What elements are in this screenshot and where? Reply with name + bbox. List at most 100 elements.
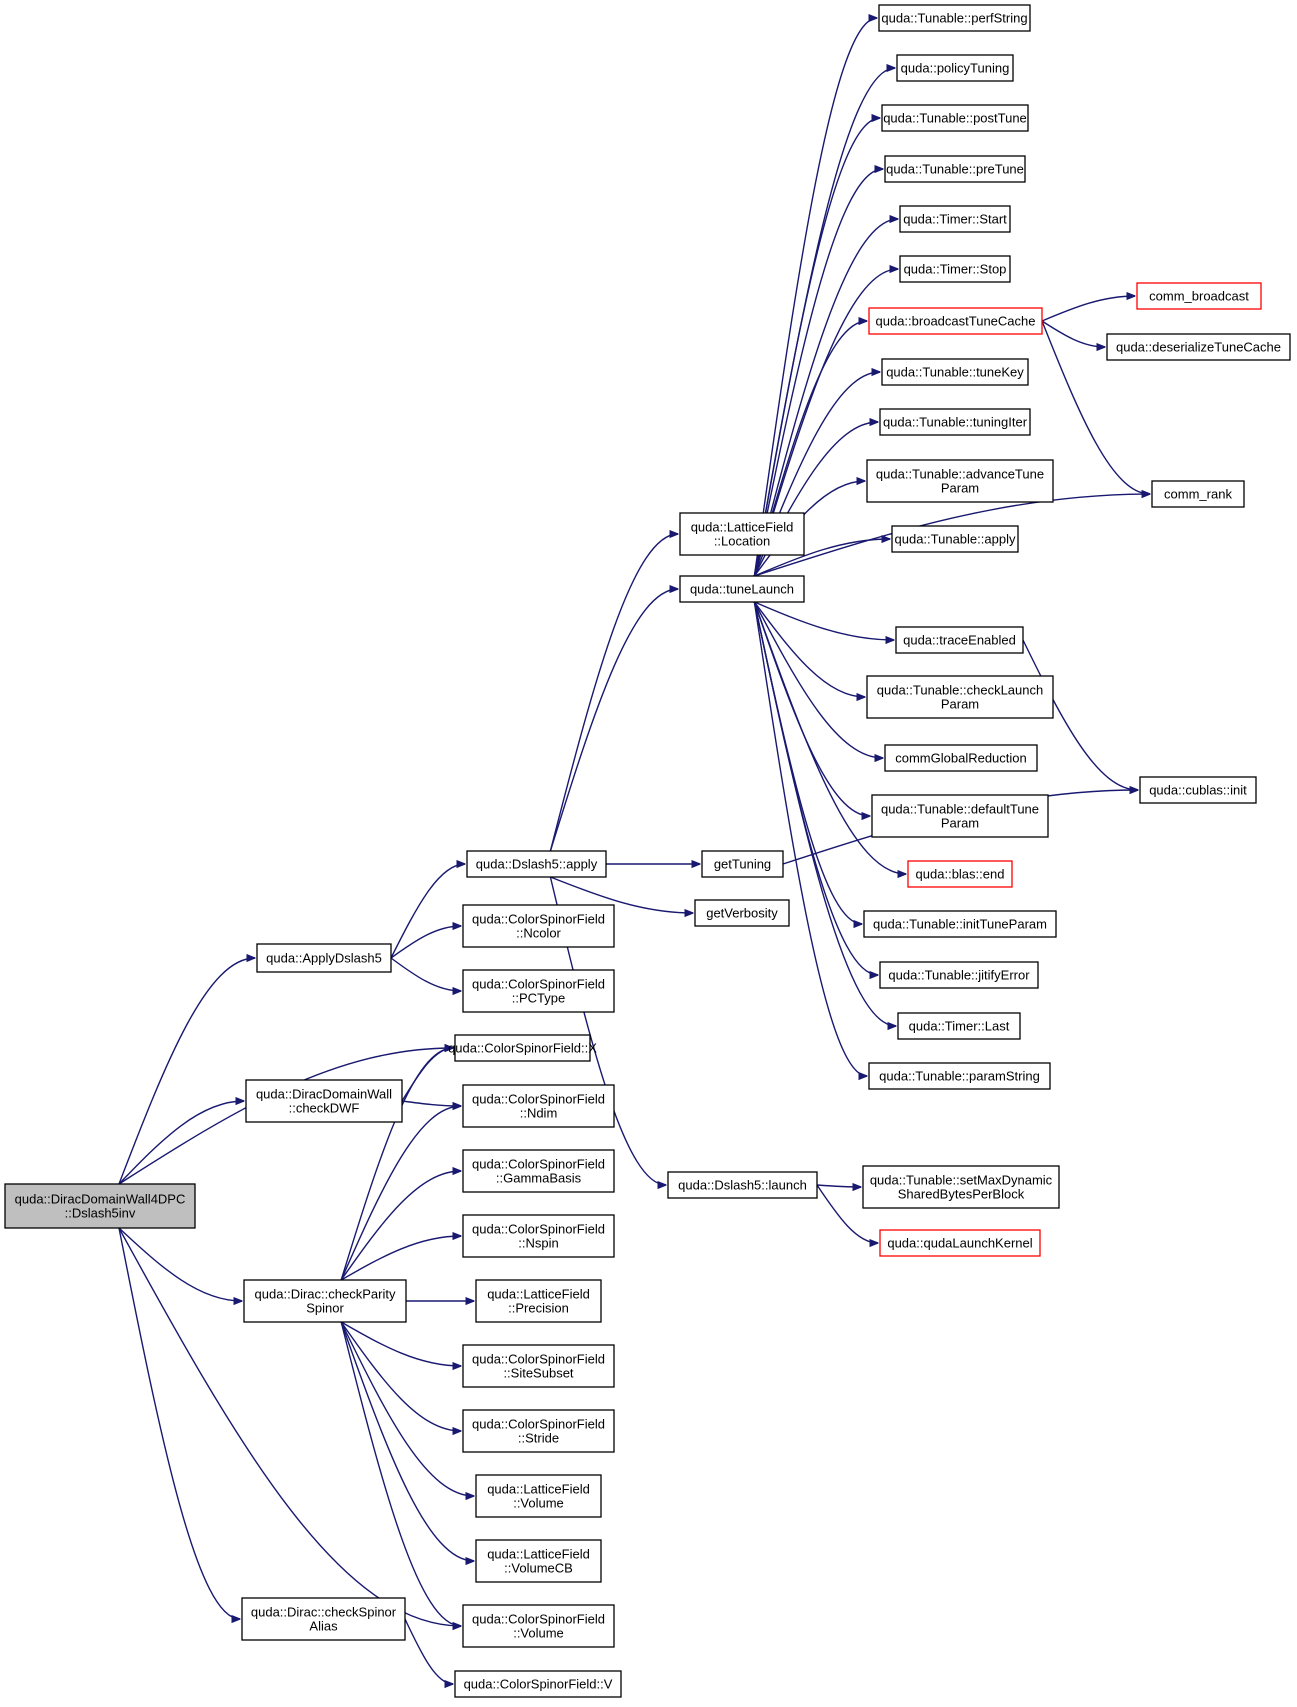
node-box[interactable]: [871, 794, 1049, 838]
node-timerStart[interactable]: quda::Timer::Start: [899, 205, 1011, 233]
node-sitesubset[interactable]: quda::ColorSpinorField::SiteSubset: [462, 1344, 615, 1388]
node-box[interactable]: [866, 459, 1054, 503]
node-box[interactable]: [462, 1214, 615, 1258]
node-tuneLaunch[interactable]: quda::tuneLaunch: [679, 575, 805, 603]
node-box[interactable]: [462, 1084, 615, 1128]
node-box[interactable]: [868, 307, 1043, 335]
node-pctype[interactable]: quda::ColorSpinorField::PCType: [462, 969, 615, 1013]
node-postTune[interactable]: quda::Tunable::postTune: [881, 104, 1029, 132]
node-box[interactable]: [462, 1344, 615, 1388]
node-nspin[interactable]: quda::ColorSpinorField::Nspin: [462, 1214, 615, 1258]
node-commRank[interactable]: comm_rank: [1151, 480, 1245, 508]
node-box[interactable]: [667, 1171, 818, 1199]
node-precision[interactable]: quda::LatticeField::Precision: [475, 1279, 602, 1323]
node-applyDslash5[interactable]: quda::ApplyDslash5: [256, 943, 392, 973]
node-box[interactable]: [475, 1539, 602, 1583]
node-box[interactable]: [895, 626, 1024, 654]
node-box[interactable]: [1151, 480, 1245, 508]
node-box[interactable]: [868, 1062, 1051, 1090]
node-box[interactable]: [862, 1165, 1060, 1209]
node-box[interactable]: [454, 1034, 591, 1062]
node-box[interactable]: [462, 969, 615, 1013]
node-broadcast[interactable]: quda::broadcastTuneCache: [868, 307, 1043, 335]
node-box[interactable]: [1136, 282, 1262, 310]
node-box[interactable]: [462, 1409, 615, 1453]
node-box[interactable]: [1106, 333, 1291, 361]
node-box[interactable]: [899, 205, 1011, 233]
node-box[interactable]: [879, 1229, 1041, 1257]
node-commBroadcast[interactable]: comm_broadcast: [1136, 282, 1262, 310]
node-volumecb[interactable]: quda::LatticeField::VolumeCB: [475, 1539, 602, 1583]
node-box[interactable]: [679, 575, 805, 603]
node-csfX[interactable]: quda::ColorSpinorField::X: [448, 1034, 597, 1062]
node-box[interactable]: [245, 1079, 403, 1123]
node-box[interactable]: [462, 1149, 615, 1193]
node-box[interactable]: [879, 961, 1039, 989]
node-jitify[interactable]: quda::Tunable::jitifyError: [879, 961, 1039, 989]
node-box[interactable]: [881, 358, 1029, 386]
node-box[interactable]: [679, 512, 805, 556]
node-box[interactable]: [907, 860, 1013, 888]
node-box[interactable]: [866, 675, 1054, 719]
node-dslashApply[interactable]: quda::Dslash5::apply: [466, 850, 607, 878]
node-box[interactable]: [475, 1474, 602, 1518]
node-box[interactable]: [241, 1597, 406, 1641]
node-timerStop[interactable]: quda::Timer::Stop: [899, 255, 1011, 283]
node-location[interactable]: quda::LatticeField::Location: [679, 512, 805, 556]
node-box[interactable]: [896, 54, 1014, 82]
node-cublasInit[interactable]: quda::cublas::init: [1139, 776, 1257, 804]
node-box[interactable]: [879, 408, 1031, 436]
node-traceEnabled[interactable]: quda::traceEnabled: [895, 626, 1024, 654]
node-box[interactable]: [701, 850, 784, 878]
node-box[interactable]: [891, 525, 1019, 553]
node-box[interactable]: [694, 899, 790, 927]
node-box[interactable]: [897, 1012, 1021, 1040]
node-tunableApply[interactable]: quda::Tunable::apply: [891, 525, 1019, 553]
node-setMaxDyn[interactable]: quda::Tunable::setMaxDynamicSharedBytesP…: [862, 1165, 1060, 1209]
node-box[interactable]: [863, 910, 1057, 938]
node-csfV[interactable]: quda::ColorSpinorField::V: [454, 1670, 622, 1698]
node-getVerbosity[interactable]: getVerbosity: [694, 899, 790, 927]
node-stride[interactable]: quda::ColorSpinorField::Stride: [462, 1409, 615, 1453]
node-box[interactable]: [1139, 776, 1257, 804]
node-ncolor[interactable]: quda::ColorSpinorField::Ncolor: [462, 904, 615, 948]
node-box[interactable]: [466, 850, 607, 878]
node-getTuning[interactable]: getTuning: [701, 850, 784, 878]
node-box[interactable]: [475, 1279, 602, 1323]
node-box[interactable]: [462, 904, 615, 948]
node-root[interactable]: quda::DiracDomainWall4DPC::Dslash5inv: [4, 1183, 196, 1229]
node-box[interactable]: [243, 1279, 407, 1323]
node-paramString[interactable]: quda::Tunable::paramString: [868, 1062, 1051, 1090]
node-timerLast[interactable]: quda::Timer::Last: [897, 1012, 1021, 1040]
node-commGlobal[interactable]: commGlobalReduction: [884, 744, 1038, 772]
node-tuneKey[interactable]: quda::Tunable::tuneKey: [881, 358, 1029, 386]
node-box[interactable]: [884, 155, 1026, 183]
node-ndim[interactable]: quda::ColorSpinorField::Ndim: [462, 1084, 615, 1128]
node-initTune[interactable]: quda::Tunable::initTuneParam: [863, 910, 1057, 938]
node-box[interactable]: [884, 744, 1038, 772]
node-perfString[interactable]: quda::Tunable::perfString: [878, 4, 1031, 32]
node-lfvolume[interactable]: quda::LatticeField::Volume: [475, 1474, 602, 1518]
node-tuningIter[interactable]: quda::Tunable::tuningIter: [879, 408, 1031, 436]
node-box[interactable]: [454, 1670, 622, 1698]
node-gammabasis[interactable]: quda::ColorSpinorField::GammaBasis: [462, 1149, 615, 1193]
node-checkDWF[interactable]: quda::DiracDomainWall::checkDWF: [245, 1079, 403, 1123]
node-dslashLaunch[interactable]: quda::Dslash5::launch: [667, 1171, 818, 1199]
node-box[interactable]: [899, 255, 1011, 283]
node-blasEnd[interactable]: quda::blas::end: [907, 860, 1013, 888]
node-deserialize[interactable]: quda::deserializeTuneCache: [1106, 333, 1291, 361]
node-qudaLaunch[interactable]: quda::qudaLaunchKernel: [879, 1229, 1041, 1257]
node-box[interactable]: [256, 943, 392, 973]
node-box[interactable]: [881, 104, 1029, 132]
node-box[interactable]: [878, 4, 1031, 32]
node-preTune[interactable]: quda::Tunable::preTune: [884, 155, 1026, 183]
node-csfvolume[interactable]: quda::ColorSpinorField::Volume: [462, 1604, 615, 1648]
node-box[interactable]: [462, 1604, 615, 1648]
node-policyTuning[interactable]: quda::policyTuning: [896, 54, 1014, 82]
node-box[interactable]: [4, 1183, 196, 1229]
